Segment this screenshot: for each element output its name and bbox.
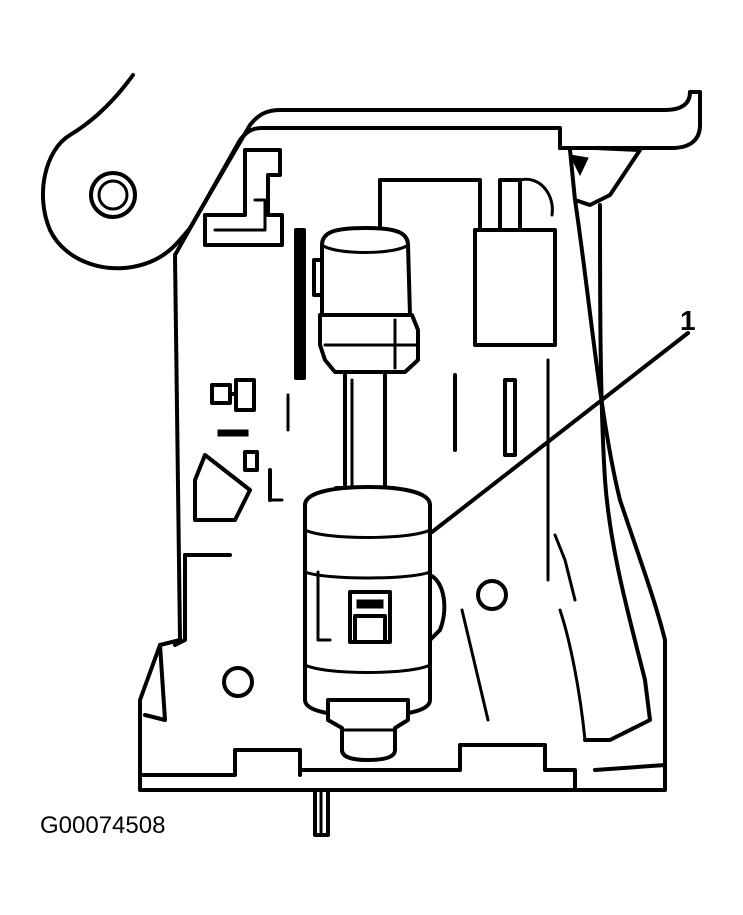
- right-support-strip: [546, 146, 667, 767]
- left-mounting-hole: [222, 666, 254, 698]
- upper-arm-outline: [41, 73, 702, 271]
- arm-mounting-hole: [89, 171, 137, 219]
- small-bracket-features: [193, 378, 290, 522]
- upper-left-tabs: [203, 148, 284, 247]
- sensor-assembly: [303, 226, 447, 762]
- bottom-pin: [313, 788, 330, 837]
- figure-id-label: G00074508: [40, 812, 165, 839]
- retaining-bar: [294, 228, 306, 380]
- bracket-outline: [138, 253, 667, 792]
- right-mounting-hole: [476, 579, 508, 611]
- callout-number: 1: [680, 305, 696, 336]
- mid-slots: [453, 373, 517, 722]
- upper-inner-panels: [378, 177, 557, 347]
- callout-leader: [430, 331, 690, 534]
